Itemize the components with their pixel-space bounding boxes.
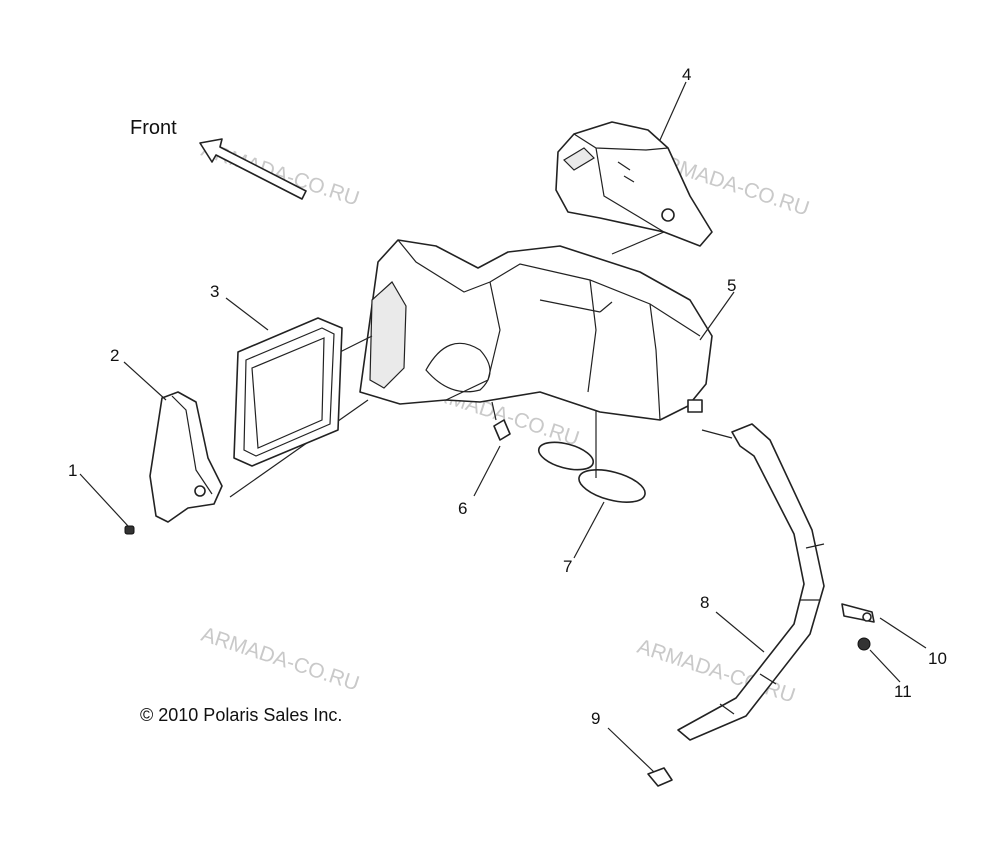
part-8-drain-hose [677,423,825,741]
callout-labels: 1 2 3 4 5 6 7 8 9 10 11 [68,65,947,728]
part-5-airbox-housing [359,239,713,421]
part-7-gaskets [537,441,646,503]
part-1-screw [124,525,135,535]
callout-2: 2 [110,346,119,365]
front-direction-indicator: Front [130,117,307,200]
callout-7: 7 [563,557,572,576]
part-9-hose-clamp [647,767,673,787]
front-arrow-icon [199,138,307,200]
part-6-drain-valve [491,401,511,441]
callout-11: 11 [894,682,912,701]
part-10-clip [841,603,875,623]
callout-10: 10 [928,649,947,668]
callout-1: 1 [68,461,77,480]
watermark-4: ARMADA-CO.RU [198,623,362,696]
part-11-nut [857,637,871,651]
part-3-air-filter [233,317,343,467]
callout-6: 6 [458,499,467,518]
callout-4: 4 [682,65,691,84]
callout-5: 5 [727,276,736,295]
callout-8: 8 [700,593,709,612]
callout-3: 3 [210,282,219,301]
front-label: Front [130,117,177,139]
callout-9: 9 [591,709,600,728]
copyright-notice: © 2010 Polaris Sales Inc. [140,705,342,725]
part-4-airbox-cover [555,121,713,247]
part-2-side-cover [149,391,223,523]
